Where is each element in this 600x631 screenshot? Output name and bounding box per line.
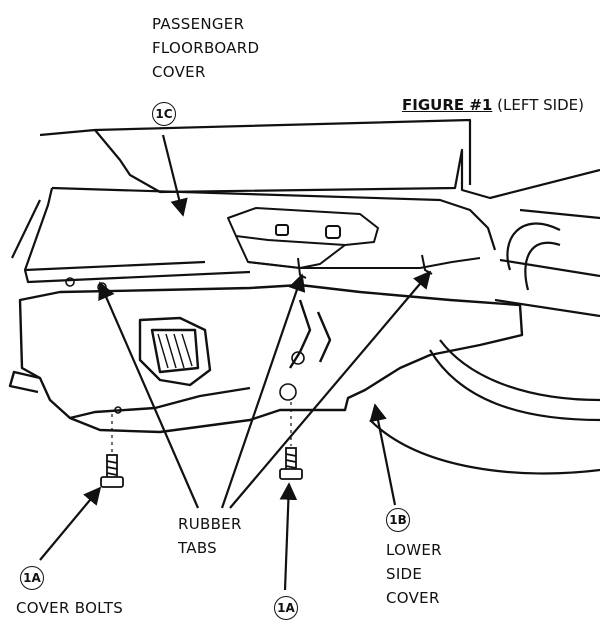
- rubber-tabs-label-line-2: TABS: [178, 539, 218, 557]
- passenger-cover-label-line-2: FLOORBOARD: [152, 39, 260, 57]
- lower-side-cover-callout: 1B: [386, 508, 410, 532]
- passenger-cover-label-line-1: PASSENGER: [152, 15, 245, 33]
- passenger-cover-callout: 1C: [152, 102, 176, 126]
- vent-grille-hatching: [157, 333, 193, 369]
- passenger-cover-label-line-3: COVER: [152, 63, 206, 81]
- arrow-to-lower-side-cover: [369, 403, 397, 506]
- figure-title-suffix: (LEFT SIDE): [497, 96, 584, 114]
- bracket-assembly-drawing: [227, 207, 481, 279]
- bottom-bolt-callout: 1A: [274, 596, 298, 620]
- bolt-guide-dashes: [111, 402, 292, 452]
- figure-title: FIGURE #1 (LEFT SIDE): [402, 96, 584, 114]
- lower-side-cover-label-line-3: COVER: [386, 589, 440, 607]
- arrow-to-rubber-tab-center: [220, 273, 306, 509]
- cover-bolts-callout: 1A: [20, 566, 44, 590]
- cover-bolts-label: COVER BOLTS: [16, 599, 124, 617]
- rubber-tabs-label-line-1: RUBBER: [178, 515, 242, 533]
- leader-arrows: [39, 134, 432, 591]
- figure-title-main: FIGURE #1: [402, 96, 493, 114]
- arrow-to-passenger-cover: [161, 134, 188, 217]
- lower-side-cover-label-line-1: LOWER: [386, 541, 442, 559]
- arrow-to-rubber-tab-left: [98, 281, 200, 509]
- passenger-floorboard-cover-drawing: [11, 118, 600, 284]
- cover-bolt-left-drawing: [100, 454, 124, 488]
- arrow-to-rubber-tab-right: [229, 270, 432, 509]
- wheel-fender-drawing: [369, 208, 600, 475]
- lower-side-cover-label-line-2: SIDE: [386, 565, 423, 583]
- cover-bolt-right-drawing: [279, 447, 303, 480]
- arrow-to-cover-bolt-left: [39, 486, 102, 561]
- arrow-to-cover-bolt-right: [279, 482, 298, 591]
- lower-side-cover-drawing: [8, 283, 524, 434]
